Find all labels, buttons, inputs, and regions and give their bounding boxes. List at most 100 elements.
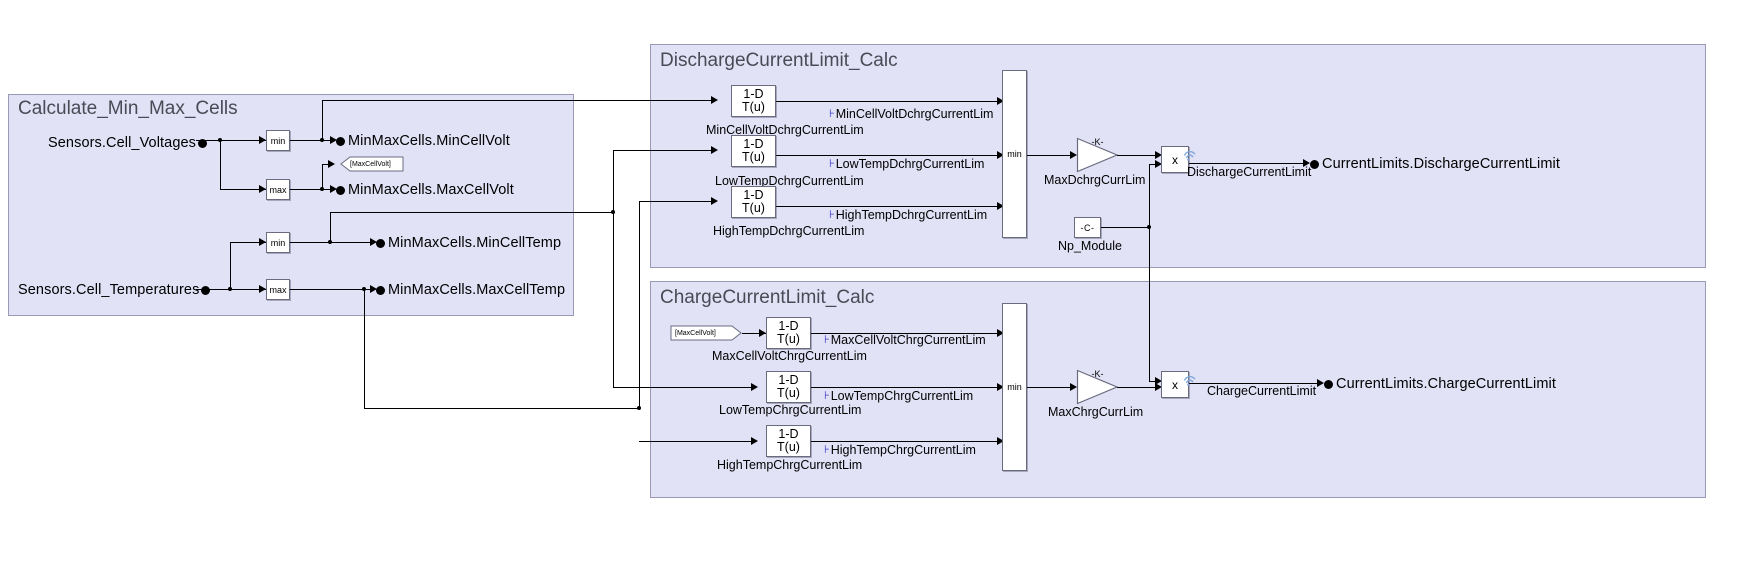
block-min-temperature[interactable]: min [266,232,290,253]
signal-label-text: MinCellVoltDchrgCurrentLim [835,107,994,121]
wire-arrow [259,238,266,246]
subsystem-title-discharge-current-limit-calc: DischargeCurrentLimit_Calc [660,50,898,71]
block-min-charge[interactable]: min [1002,303,1027,471]
output-label-discharge-current-limit: CurrentLimits.DischargeCurrentLimit [1322,156,1560,172]
block-gain-max-dchrg-curr-lim[interactable]: -K- [1076,137,1119,173]
wire-voltages-trunk [196,140,266,141]
wire-arrow [1070,151,1077,159]
block-lookup-maxcellvolt-chrg[interactable]: 1-D T(u) [766,317,811,349]
block-lookup-mincellvolt-dchrg[interactable]: 1-D T(u) [731,85,776,117]
lookup-line-2: T(u) [742,201,765,215]
output-terminal-charge-current-limit[interactable]: CurrentLimits.ChargeCurrentLimit [1324,376,1556,392]
wire-mincelltemp-branch-up [330,212,331,242]
caption-lowtemp-chrg: LowTempChrgCurrentLim [719,403,862,417]
from-tag-maxcellvolt[interactable]: [MaxCellVolt] [670,325,742,341]
block-lookup-hightemp-chrg[interactable]: 1-D T(u) [766,425,811,457]
caption-np-module: Np_Module [1058,239,1122,253]
output-terminal-discharge-current-limit[interactable]: CurrentLimits.DischargeCurrentLimit [1310,156,1560,172]
signal-propagation-marker: ⊦ [829,159,835,171]
wire-chrg-gain-out [1117,387,1160,388]
terminal-dot [198,138,207,148]
signal-label-hightemp-chrg: ⊦ HighTempChrgCurrentLim [824,443,976,457]
wire-arrow [370,238,377,246]
signal-label-text: HighTempChrgCurrentLim [830,443,976,457]
wire-arrow [711,96,718,104]
wire-voltages-to-max [220,189,266,190]
goto-tag-maxcellvolt[interactable]: [MaxCellVolt] [340,156,404,172]
lookup-line-2: T(u) [777,440,800,454]
wire-np-module-out [1101,227,1149,228]
wire-arrow [1155,160,1162,168]
output-terminal-min-cell-volt[interactable]: MinMaxCells.MinCellVolt [336,133,510,149]
block-product-discharge[interactable]: x [1161,146,1189,173]
wire-junction [637,406,641,410]
wire-arrow [997,97,1004,105]
block-gain-max-chrg-curr-lim[interactable]: -K- [1076,369,1119,405]
signal-label-maxcellvolt-chrg: ⊦ MaxCellVoltChrgCurrentLim [824,333,986,347]
wire-mincellvolt [290,140,334,141]
wire-mincelltemp-down-to-charge [613,212,614,387]
terminal-dot [336,136,345,146]
lookup-line-1: 1-D [743,87,764,101]
input-label-cell-voltages: Sensors.Cell_Voltages [48,135,196,151]
wire-arrow [759,329,766,337]
block-label-max: max [269,284,287,295]
wire-mincelltemp-right [330,212,614,213]
wire-arrow [997,151,1004,159]
wire-arrow [1155,151,1162,159]
wire-maxcellvolt [290,189,334,190]
terminal-dot [1310,159,1319,169]
input-terminal-cell-temperatures[interactable]: Sensors.Cell_Temperatures [18,282,211,298]
caption-max-dchrg-curr-lim: MaxDchrgCurrLim [1044,173,1146,187]
block-label-min-discharge: min [1007,149,1022,159]
block-lookup-lowtemp-dchrg[interactable]: 1-D T(u) [731,135,776,167]
signal-label-text: MaxCellVoltChrgCurrentLim [830,333,986,347]
output-terminal-max-cell-temp[interactable]: MinMaxCells.MaxCellTemp [376,282,565,298]
block-max-voltage[interactable]: max [266,179,290,200]
block-max-temperature[interactable]: max [266,279,290,300]
input-terminal-cell-voltages[interactable]: Sensors.Cell_Voltages [48,135,207,151]
caption-hightemp-dchrg: HighTempDchrgCurrentLim [713,224,865,238]
wire-junction [320,138,324,142]
input-label-cell-temperatures: Sensors.Cell_Temperatures [18,282,200,298]
wire-arrow [259,285,266,293]
block-label-min-charge: min [1007,382,1022,392]
terminal-dot [336,185,345,195]
output-terminal-max-cell-volt[interactable]: MinMaxCells.MaxCellVolt [336,182,514,198]
signal-label-lowtemp-chrg: ⊦ LowTempChrgCurrentLim [824,389,973,403]
goto-tag-label: [MaxCellVolt] [350,160,391,168]
terminal-dot [1324,379,1333,389]
lookup-line-2: T(u) [777,386,800,400]
signal-propagation-marker: ⊦ [824,445,830,457]
wire-maxcelltemp-to-dchrg-hightemp [639,201,716,202]
wire-arrow [259,185,266,193]
wire-chrg-lut1-out [811,333,1002,334]
block-lookup-lowtemp-chrg[interactable]: 1-D T(u) [766,371,811,403]
lookup-line-1: 1-D [778,427,799,441]
subsystem-calculate-min-max-cells[interactable] [8,94,574,316]
wire-np-module-to-product [1149,164,1160,165]
wire-arrow [751,383,758,391]
block-min-discharge[interactable]: min [1002,70,1027,238]
wire-chrg-lut3-out [811,441,1002,442]
output-terminal-min-cell-temp[interactable]: MinMaxCells.MinCellTemp [376,235,561,251]
wire-maxcelltemp-branch-down [364,289,365,408]
block-lookup-hightemp-dchrg[interactable]: 1-D T(u) [731,186,776,218]
wire-arrow [1070,383,1077,391]
wire-chrg-min-out [1027,387,1075,388]
signal-label-mincellvolt-dchrg: ⊦ MinCellVoltDchrgCurrentLim [829,107,993,121]
wire-arrow [997,329,1004,337]
wire-junction [328,240,332,244]
wire-voltages-down [220,140,221,189]
lookup-line-1: 1-D [778,319,799,333]
subsystem-title-charge-current-limit-calc: ChargeCurrentLimit_Calc [660,287,875,308]
signal-label-charge-current-limit: ChargeCurrentLimit [1207,384,1317,398]
block-constant-np-module[interactable]: -C- [1074,217,1101,238]
wire-dchrg-gain-out [1117,155,1160,156]
wire-temps-up [230,242,231,289]
wire-maxcelltemp-right [364,408,639,409]
block-min-voltage[interactable]: min [266,130,290,151]
wire-arrow [330,185,337,193]
wire-arrow [751,437,758,445]
block-product-charge[interactable]: x [1161,371,1189,398]
